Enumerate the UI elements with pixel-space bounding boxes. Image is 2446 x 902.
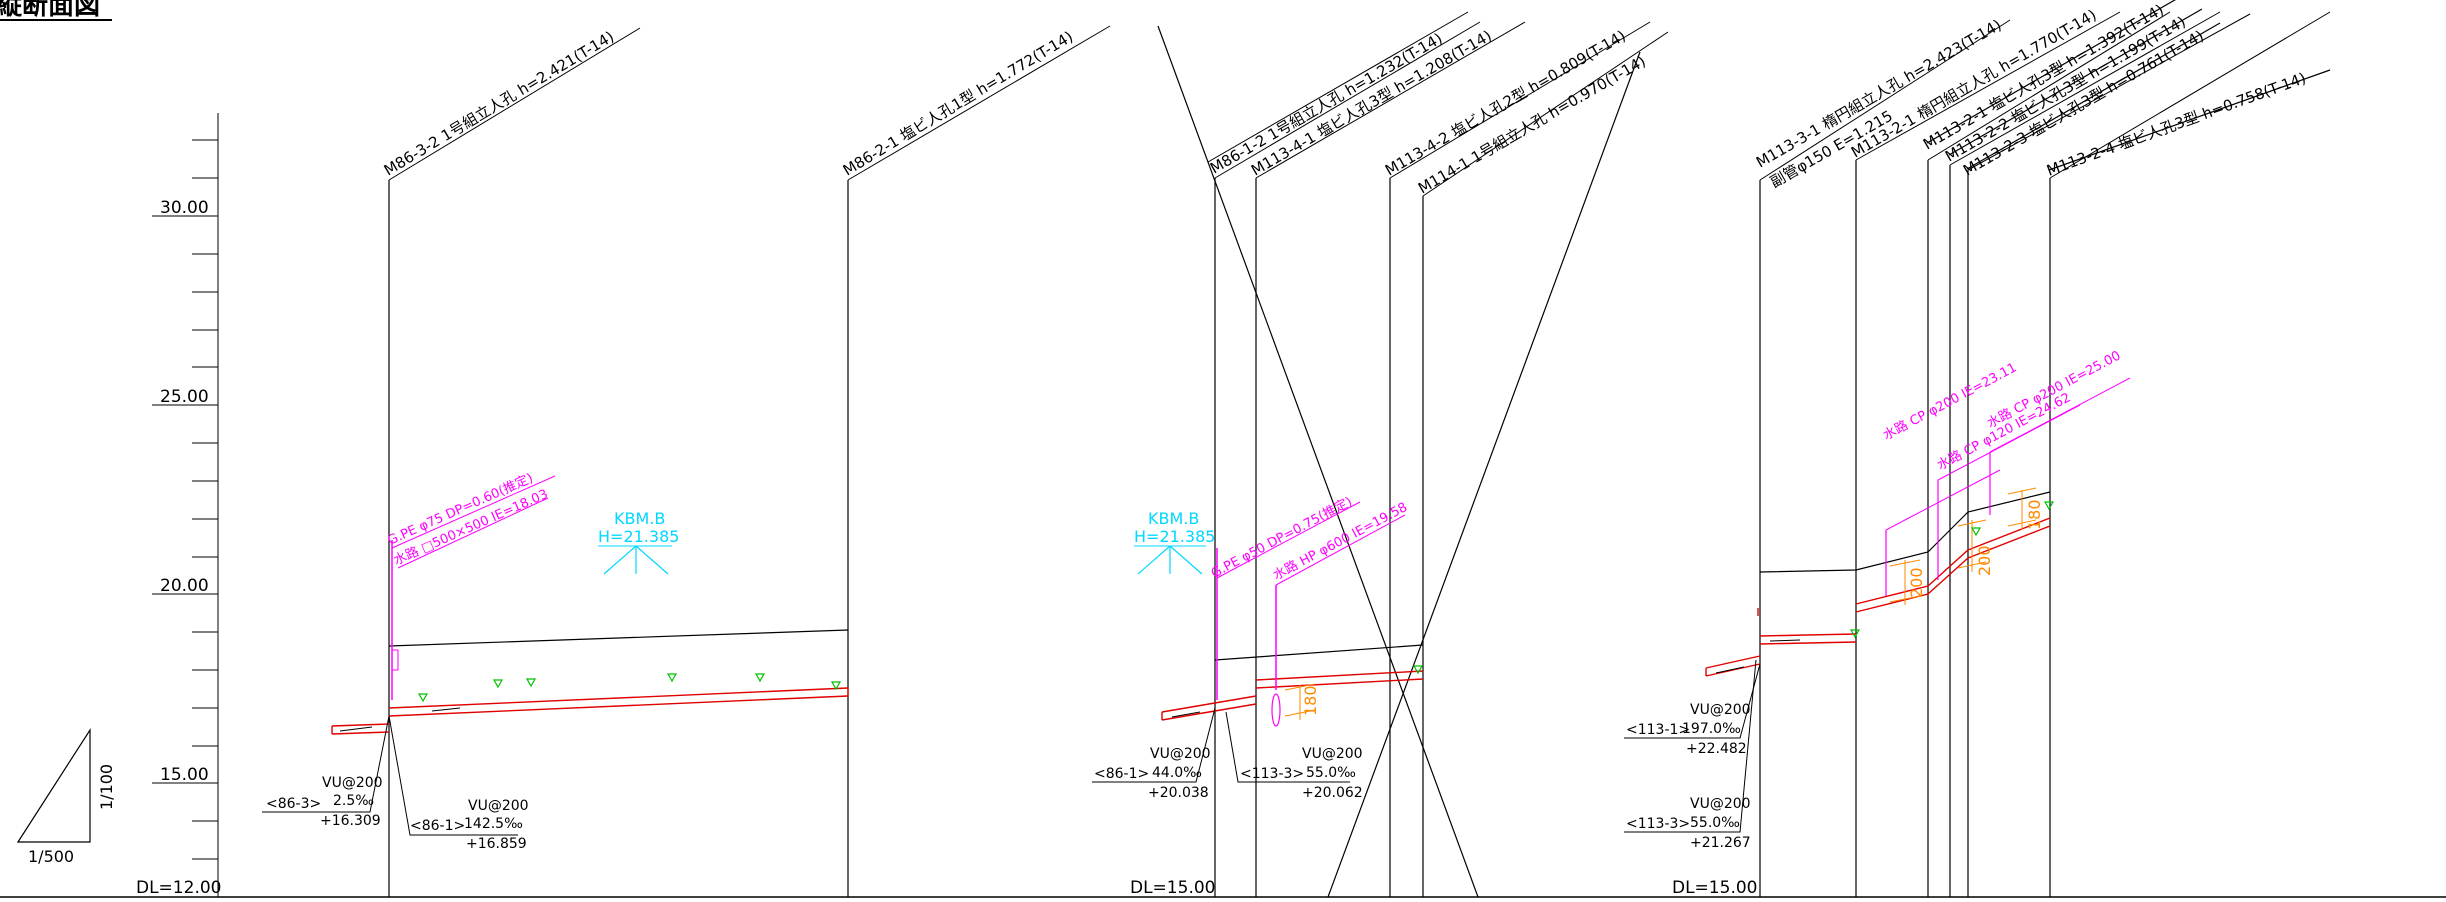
drawing-title: 縦断面図 [0,0,100,21]
manhole-label-1: M86-3-2 1号組立人孔 h=2.421(T-14) [381,27,617,179]
benchmark-label-1: KBM.B [614,509,665,528]
datum-label-2: DL=15.00 [1130,878,1215,898]
pipe-tag-5: <113-1> [1626,722,1690,738]
benchmark-label-2: KBM.B [1148,509,1199,528]
elev-label-30: 30.00 [160,198,209,218]
pipe-material-3: VU@200 [1150,746,1211,762]
dimension-label-1: 180 [1301,685,1320,716]
elev-label-15: 15.00 [160,765,209,785]
pipe-tag-2: <86-1> [410,818,465,834]
pipe-tag-1: <86-3> [266,796,321,812]
section-1: G.PE φ75 DP=0.60(推定) 水路 □500×500 IE=18.0… [262,25,1111,897]
pipe-elev-6: +21.267 [1690,835,1751,851]
pipe-elev-5: +22.482 [1686,741,1747,757]
pipe-elev-2: +16.859 [466,836,527,852]
pipe-section-2 [1161,670,1424,721]
pipe-slope-3: 44.0‰ [1152,765,1202,781]
pipe-elev-3: +20.038 [1148,785,1209,801]
strike-lines [1926,0,2331,171]
datum-label-3: DL=15.00 [1672,878,1757,898]
pipe-slope-5: 197.0‰ [1682,721,1741,737]
pipe-elev-4: +20.062 [1302,785,1363,801]
pipe-slope-4: 55.0‰ [1306,765,1356,781]
elev-label-20: 20.00 [160,576,209,596]
pipe-material-6: VU@200 [1690,796,1751,812]
section-3: DL=15.00 [1624,0,2331,898]
pipe-slope-6: 55.0‰ [1690,815,1740,831]
dimension-label-3: 200 [1975,545,1994,576]
pipe-section-1 [331,687,849,735]
dimension-label-2: 200 [1907,567,1926,598]
scale-vertical: 1/100 [97,764,116,810]
pipe-tag-3: <86-1> [1094,766,1149,782]
benchmark-height-1: H=21.385 [598,527,679,546]
pipe-slope-2: 142.5‰ [464,816,523,832]
pipe-tag-4: <113-3> [1240,766,1304,782]
pipe-material-2: VU@200 [468,798,529,814]
benchmark-height-2: H=21.385 [1134,527,1215,546]
section-2: DL=15.00 G.PE φ50 DP=0.75(推定) 水路 HP φ [1092,11,1669,898]
pipe-elev-1: +16.309 [320,813,381,829]
pipe-material-1: VU@200 [322,775,383,791]
manhole-label-2: M86-2-1 塩ビ人孔1型 h=1.772(T-14) [840,27,1076,179]
pipe-material-4: VU@200 [1302,746,1363,762]
scale-horizontal: 1/500 [28,847,74,866]
elevation-axis [152,113,219,897]
groundwater-markers-2 [1412,665,1424,675]
pipe-tag-6: <113-3> [1626,816,1690,832]
pipe-material-5: VU@200 [1690,702,1751,718]
datum-label-1: DL=12.00 [136,878,221,898]
pipe-section-3 [1705,517,2051,677]
scale-triangle: 1/500 1/100 [16,727,116,866]
dimension-label-4: 180 [2025,499,2044,530]
elev-label-25: 25.00 [160,387,209,407]
pipe-slope-1: 2.5‰ [333,793,374,809]
groundwater-markers-1 [417,673,842,703]
groundwater-markers-3 [1849,501,2055,639]
